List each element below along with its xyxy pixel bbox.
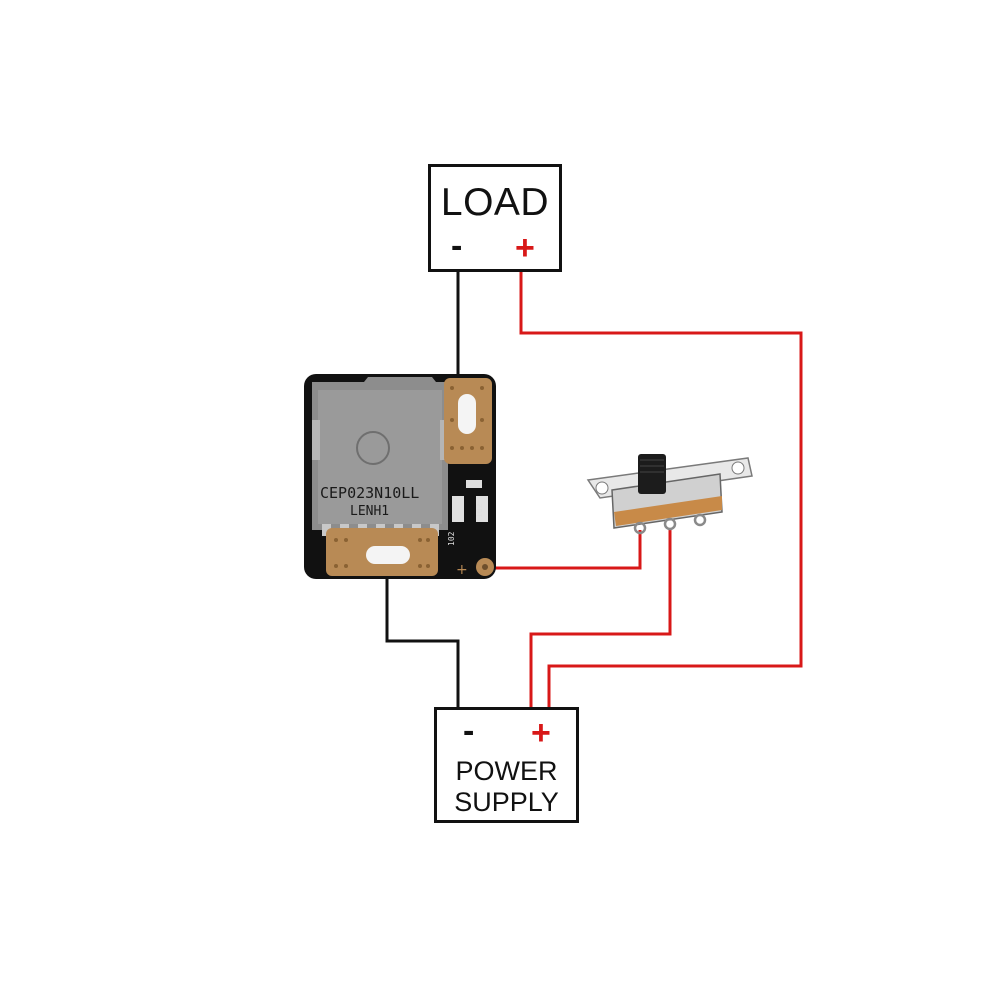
wire-load-positive [519, 272, 803, 710]
power-supply-box: - + POWER SUPPLY [434, 707, 579, 823]
wire-switch-to-supply [529, 528, 672, 710]
chip-marking-line2: LENH1 [350, 504, 389, 519]
load-title: LOAD [440, 181, 550, 224]
switch-base [614, 496, 722, 526]
load-negative-terminal: - [451, 227, 463, 265]
wires [385, 270, 803, 710]
svg-text:+: + [456, 562, 468, 578]
slide-switch [586, 454, 753, 535]
mosfet-module: CEP023N10LL LENH1 102 102 [304, 374, 496, 579]
supply-negative-terminal: - [463, 712, 475, 750]
smd-label-2: 102 [475, 503, 484, 518]
wire-module-to-switch [487, 530, 642, 570]
led-component [466, 480, 482, 488]
smd-label-1: 102 [447, 531, 456, 546]
power-supply-title-line1: POWER [455, 756, 558, 786]
smd-resistor-2 [476, 496, 488, 522]
switch-actuator [638, 454, 666, 494]
chip-logo-icon [356, 431, 390, 465]
wire-supply-negative [385, 574, 460, 710]
chip-marking-line1: CEP023N10LL [320, 484, 419, 502]
load-box: LOAD - + [428, 164, 562, 272]
power-supply-title-line2: SUPPLY [454, 787, 559, 817]
load-positive-terminal: + [515, 229, 535, 267]
switch-terminals [633, 513, 707, 535]
supply-positive-terminal: + [531, 714, 551, 752]
smd-resistor-1 [452, 496, 464, 522]
